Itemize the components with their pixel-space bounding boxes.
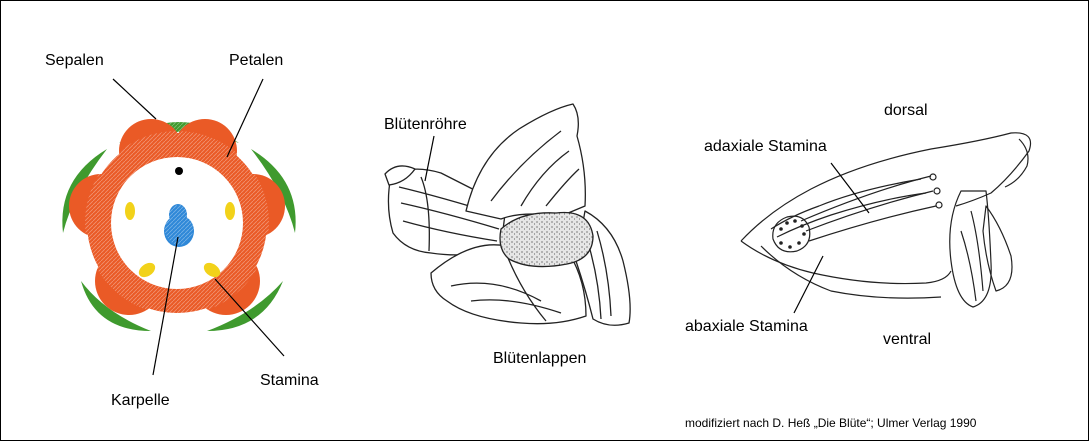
stamen <box>125 202 135 220</box>
label-stamina: Stamina <box>260 373 319 389</box>
label-bluetenroehre: Blütenröhre <box>384 117 467 133</box>
stamen <box>225 202 235 220</box>
label-ventral: ventral <box>883 332 931 348</box>
label-abaxiale: abaxiale Stamina <box>685 319 808 335</box>
label-bluetenlappen: Blütenlappen <box>493 351 586 367</box>
axis-dot <box>175 167 183 175</box>
source-credit: modifiziert nach D. Heß „Die Blüte“; Ulm… <box>685 417 976 429</box>
label-sepalen: Sepalen <box>45 53 104 69</box>
label-petalen: Petalen <box>229 53 283 69</box>
label-karpelle: Karpelle <box>111 393 170 409</box>
flower-side-view <box>385 104 630 325</box>
lobe-right-lower <box>983 206 1012 291</box>
flower-section-view <box>741 133 1031 313</box>
label-adaxiale: adaxiale Stamina <box>704 139 827 155</box>
floral-diagram <box>62 79 295 375</box>
label-dorsal: dorsal <box>884 103 928 119</box>
